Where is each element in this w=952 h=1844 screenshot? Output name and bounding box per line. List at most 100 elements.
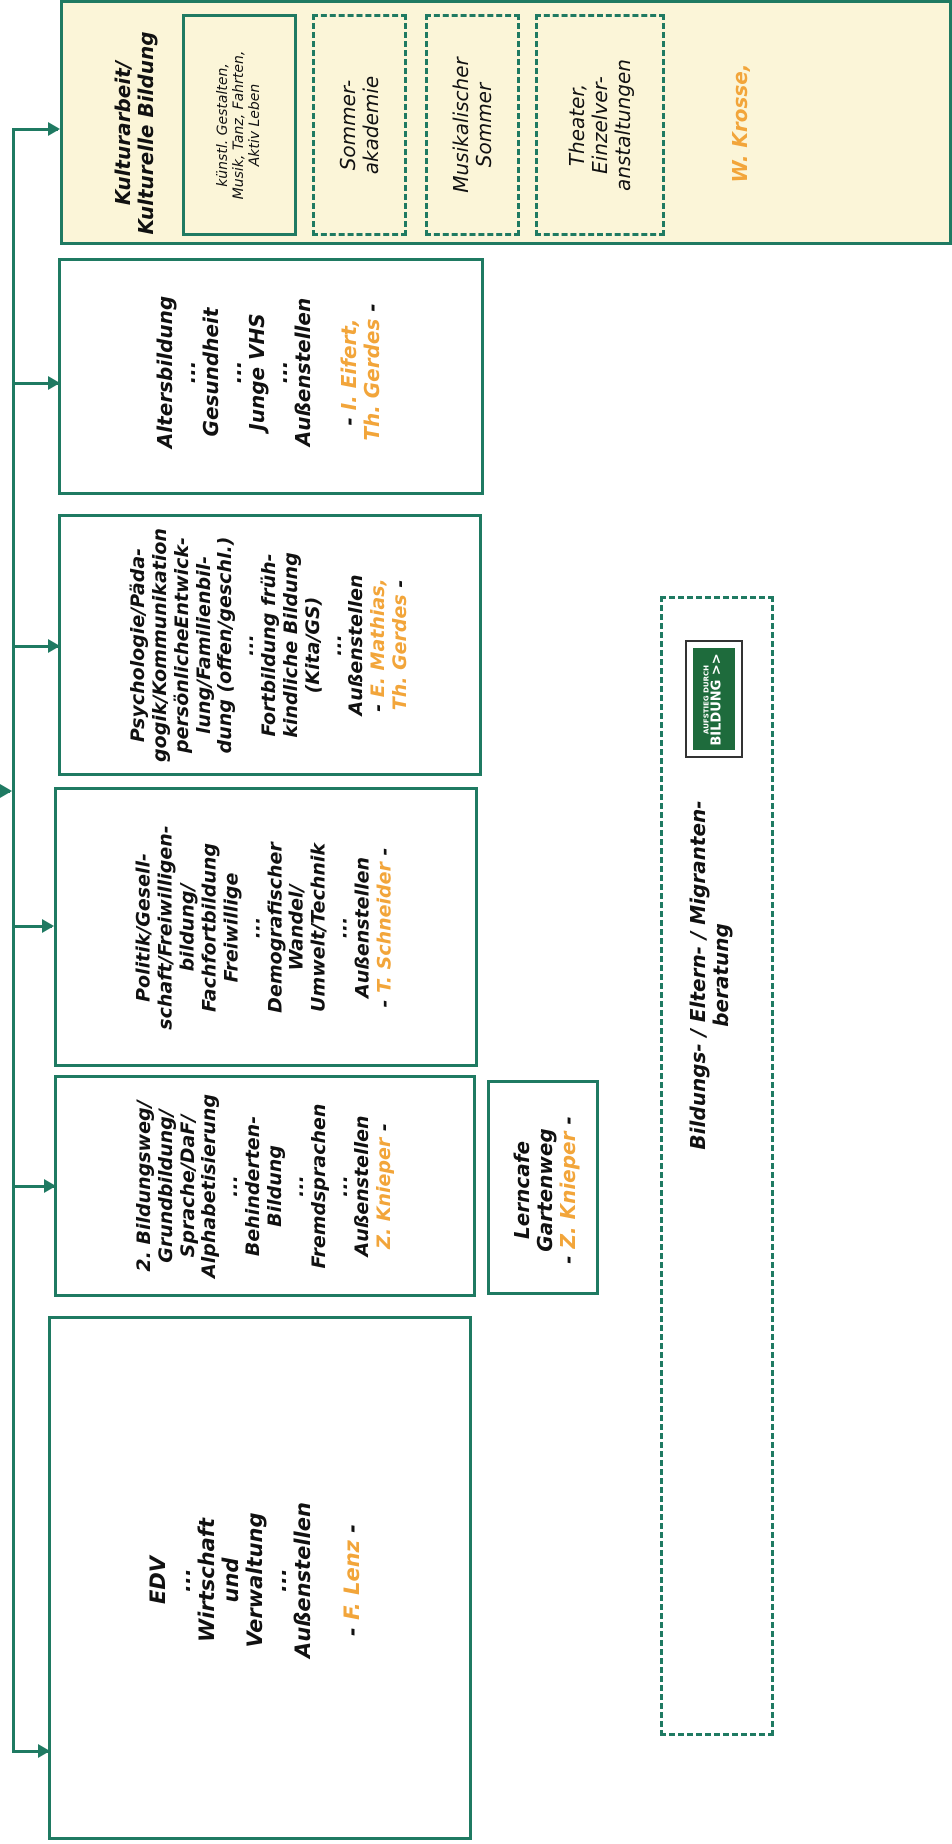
- bildungsweg-line4: Alphabetisierung: [198, 1094, 221, 1278]
- politik-line5: Freiwillige: [220, 872, 243, 983]
- psych-contact-name1: E. Mathias,: [367, 578, 390, 698]
- kultur-sub-line1: künstl. Gestalten,: [214, 63, 231, 187]
- politik-box: [54, 787, 478, 1067]
- psych-contact-prefix: -: [367, 697, 390, 712]
- psych-line11: Außenstellen: [345, 574, 368, 716]
- beratung-box: [660, 596, 774, 1736]
- edv-line5: Verwaltung: [242, 1512, 267, 1648]
- psych-contact-suffix: -: [389, 579, 412, 595]
- politik-line3: bildung/: [176, 883, 199, 972]
- musikalischer-sommer-line2: Sommer: [472, 82, 496, 168]
- politik-line1: Politik/Gesell-: [132, 853, 155, 1002]
- politik-line4: Fachfortbildung: [198, 842, 221, 1013]
- psych-line4: lung/Familienbil-: [192, 556, 215, 734]
- alters-line1: Altersbildung: [153, 295, 177, 449]
- bildungsweg-box: [54, 1075, 476, 1297]
- psych-line8: kindliche Bildung: [279, 552, 302, 738]
- psych-line7: Fortbildung früh-: [258, 553, 281, 737]
- logo-text: AUFSTIEG DURCH BILDUNG >>: [703, 652, 725, 746]
- musikalischer-sommer-box: [425, 14, 520, 236]
- kultur-title-line2: Kulturelle Bildung: [134, 31, 158, 235]
- politik-line2: schaft/Freiwilligen-: [154, 825, 177, 1030]
- alters-contact-name1: I. Eifert,: [337, 318, 361, 411]
- alters-line4: ...: [222, 360, 246, 384]
- psych-contact-1: - E. Mathias,: [367, 578, 390, 712]
- bildungsweg-line2: Grundbildung/: [154, 1109, 177, 1263]
- edv-line3: Wirtschaft: [194, 1518, 219, 1643]
- lerncafe-contact-suffix: -: [555, 1116, 580, 1132]
- logo-line2: BILDUNG >>: [709, 652, 725, 746]
- sommerakademie-line2: akademie: [359, 75, 383, 175]
- psych-contact-2: Th. Gerdes -: [389, 579, 412, 711]
- kultur-sub-line3: Aktiv Leben: [247, 83, 264, 167]
- psych-line1: Psychologie/Päda-: [127, 547, 150, 743]
- edv-line4: und: [218, 1557, 243, 1603]
- alters-line2: ...: [176, 360, 200, 384]
- musikalischer-sommer-text: Musikalischer Sommer: [448, 40, 498, 210]
- psych-line5: dung (offen/geschl.): [214, 536, 237, 754]
- lerncafe-line1: Lerncafe: [509, 1140, 534, 1240]
- arrow-politik: [12, 919, 54, 933]
- bildungsweg-contact-name: Z. Knieper: [373, 1137, 396, 1249]
- politik-line11: Außenstellen: [351, 856, 374, 999]
- theater-box: [535, 14, 665, 236]
- main-connector-line: [12, 130, 15, 1750]
- bildungsweg-line10: ...: [329, 1175, 352, 1197]
- politik-line8: Wandel/: [285, 884, 308, 971]
- alters-line5: Junge VHS: [245, 313, 269, 431]
- politik-contact-suffix: -: [373, 847, 396, 863]
- bildungsweg-line7: Bildung: [264, 1145, 286, 1227]
- sommerakademie-text: Sommer- akademie: [335, 40, 385, 210]
- bildungsweg-line3: Sprache/DaF/: [176, 1114, 199, 1258]
- kultur-sub-line2: Musik, Tanz, Fahrten,: [230, 50, 247, 200]
- edv-contact-spacer: [315, 1576, 339, 1583]
- entry-arrow: [0, 784, 12, 798]
- politik-contact-name: T. Schneider: [373, 862, 396, 993]
- bildungsweg-line8: ...: [285, 1175, 308, 1197]
- bildungsweg-line9: Fremdsprachen: [307, 1103, 330, 1269]
- arrow-kultur: [12, 122, 60, 136]
- politik-line9: Umwelt/Technik: [307, 842, 330, 1013]
- psych-line10: ...: [323, 634, 346, 656]
- bildungsweg-contact: Z. Knieper -: [373, 1123, 396, 1249]
- sommerakademie-line1: Sommer-: [336, 79, 360, 171]
- alters-line6: ...: [268, 360, 292, 384]
- edv-line2: ...: [170, 1568, 195, 1592]
- kultur-box: [60, 0, 952, 245]
- alters-contact-prefix: -: [337, 410, 361, 426]
- lerncafe-contact-prefix: -: [555, 1248, 580, 1264]
- edv-contact: - F. Lenz -: [340, 1524, 364, 1636]
- alters-contact-3: Th. Gerdes -: [360, 303, 384, 440]
- alters-box: [58, 258, 484, 495]
- edv-contact-suffix: -: [339, 1524, 364, 1541]
- arrow-psych: [12, 639, 60, 653]
- musikalischer-sommer-line1: Musikalischer: [449, 57, 473, 193]
- politik-contact-prefix: -: [373, 992, 396, 1008]
- lerncafe-box: [487, 1080, 599, 1295]
- theater-line1: Theater,: [564, 83, 589, 167]
- alters-text: Altersbildung ... Gesundheit ... Junge V…: [153, 272, 384, 472]
- bildungsweg-contact-suffix: -: [373, 1123, 396, 1138]
- edv-contact-prefix: -: [339, 1619, 364, 1636]
- lerncafe-text: Lerncafe Gartenweg - Z. Knieper -: [510, 1100, 580, 1280]
- theater-text: Theater, Einzelver- anstaltungen: [560, 40, 640, 210]
- edv-line6: ...: [267, 1568, 292, 1592]
- aufstieg-durch-bildung-logo: AUFSTIEG DURCH BILDUNG >>: [685, 640, 743, 758]
- logo-badge: AUFSTIEG DURCH BILDUNG >>: [693, 648, 735, 750]
- psych-line9: (Kita/GS): [301, 596, 324, 694]
- psych-contact-name2: Th. Gerdes: [389, 594, 412, 711]
- edv-line1: EDV: [146, 1555, 171, 1605]
- alters-contact-2: - I. Eifert,: [337, 318, 361, 426]
- lerncafe-line2: Gartenweg: [532, 1128, 557, 1252]
- psych-line3: persönlicheEntwick-: [170, 537, 193, 753]
- alters-line3: Gesundheit: [199, 307, 223, 437]
- arrow-bildungsweg: [12, 1179, 56, 1193]
- edv-box: [48, 1316, 472, 1840]
- edv-text: EDV ... Wirtschaft und Verwaltung ... Au…: [146, 1465, 363, 1695]
- alters-contact-1: [315, 369, 338, 376]
- psych-text: Psychologie/Päda- gogik/Kommunikation pe…: [127, 525, 411, 765]
- lerncafe-contact: - Z. Knieper -: [555, 1116, 580, 1264]
- edv-line7: Außenstellen: [291, 1502, 316, 1658]
- bildungsweg-text: 2. Bildungsweg/ Grundbildung/ Sprache/Da…: [133, 1071, 395, 1301]
- lerncafe-contact-name: Z. Knieper: [555, 1131, 580, 1249]
